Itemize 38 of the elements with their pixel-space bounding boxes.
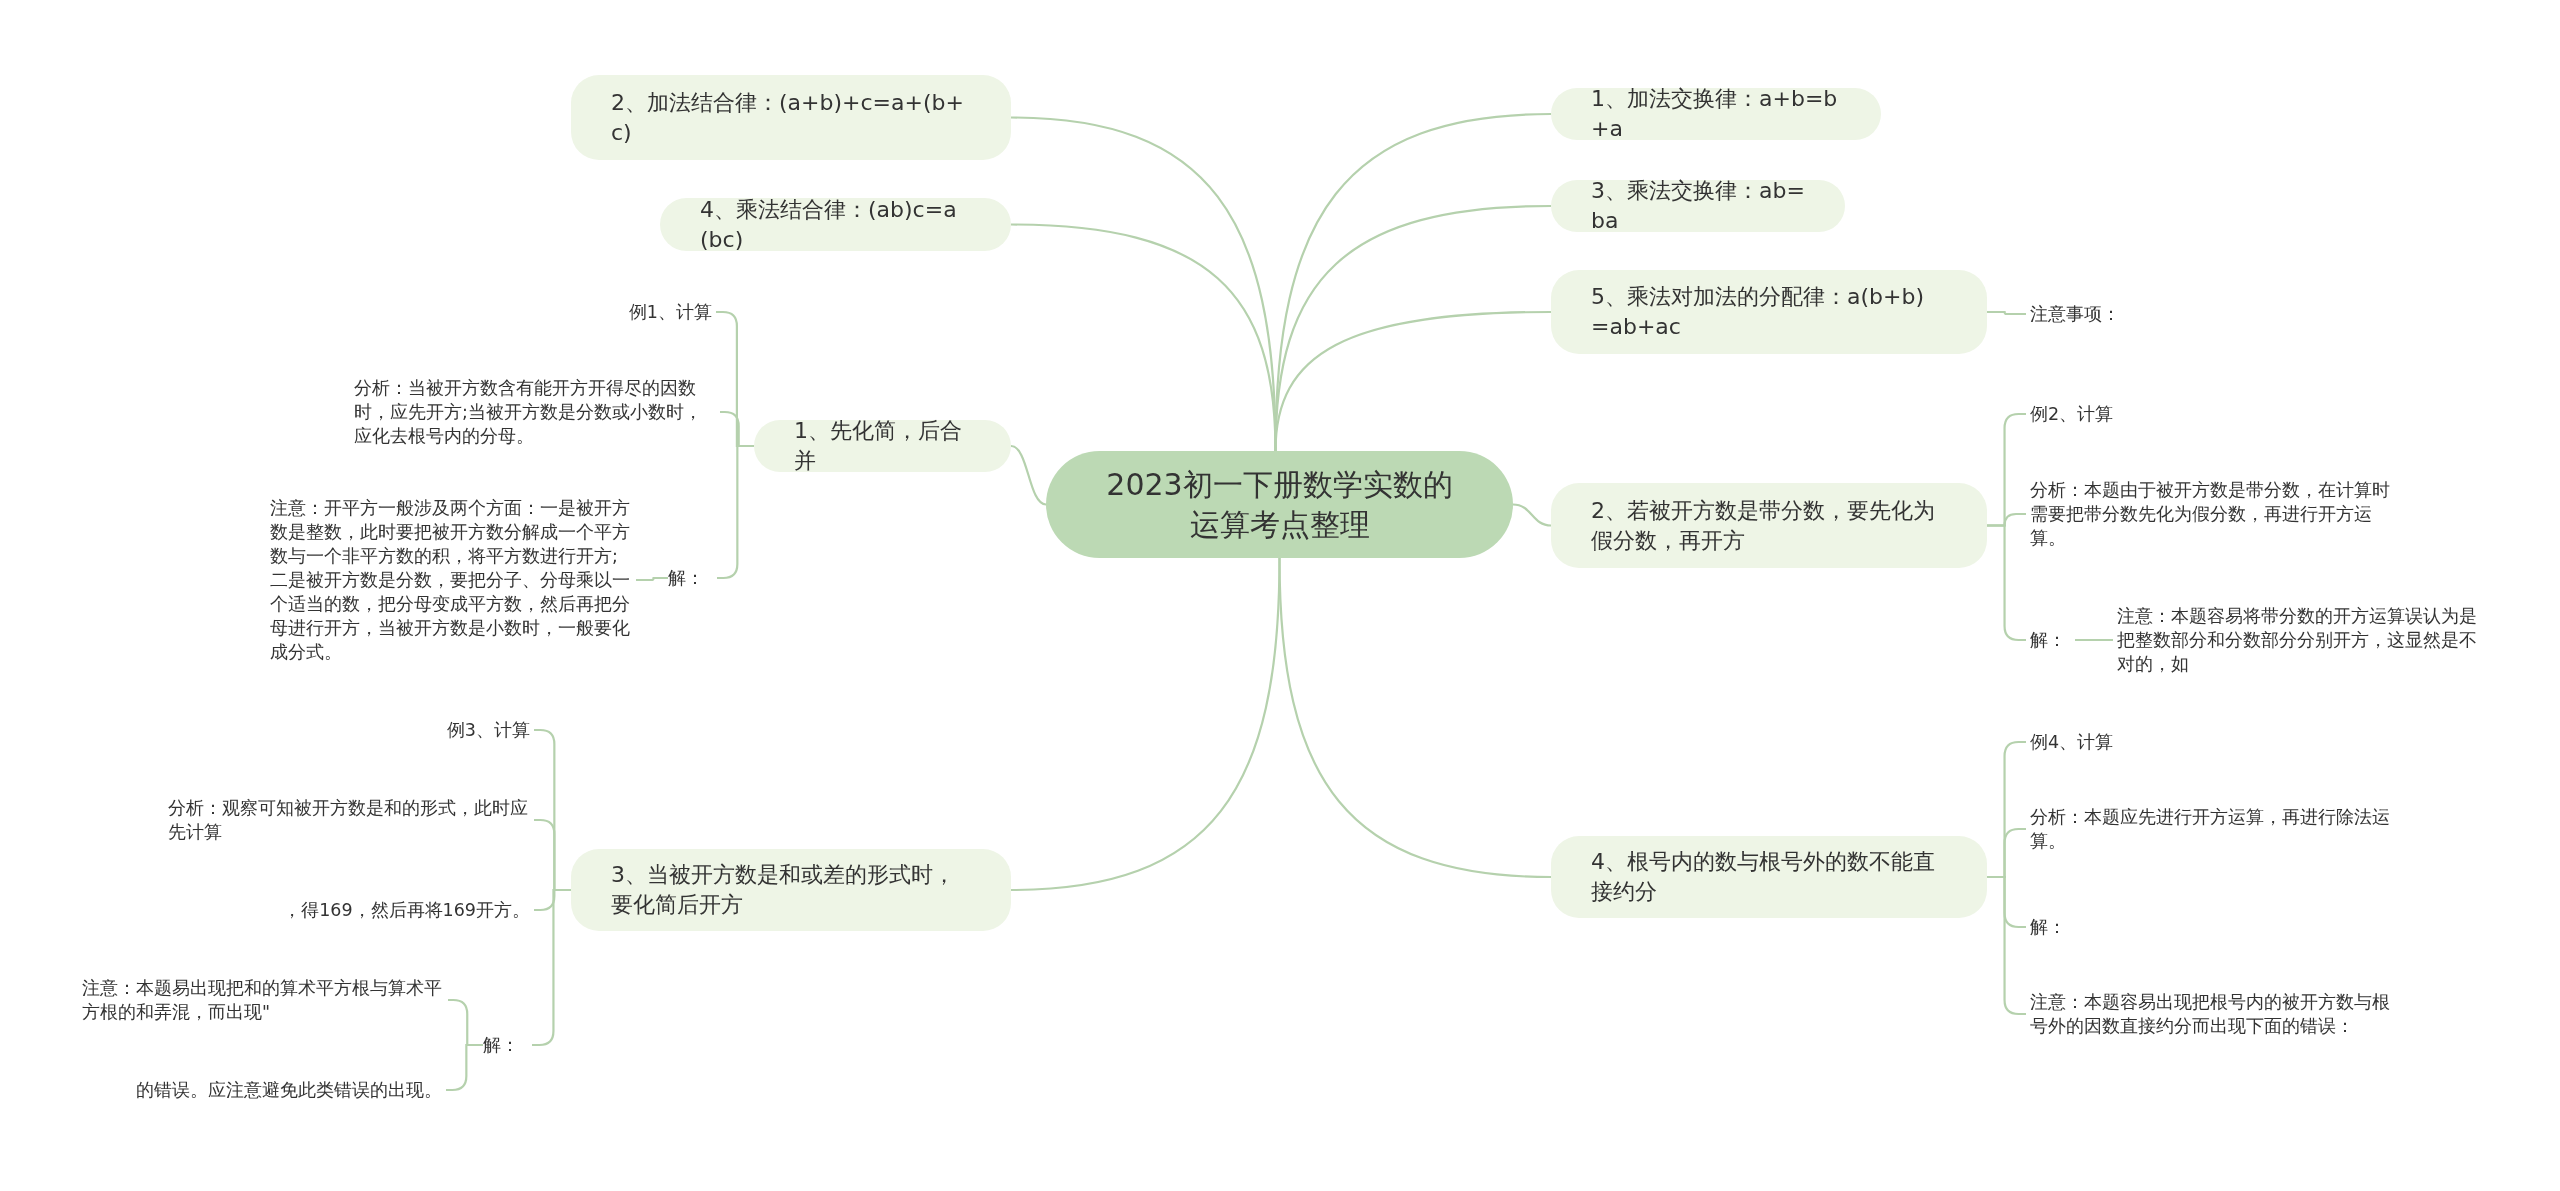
note-text: 注意：本题容易将带分数的开方运算误认为是把整数部分和分数部分分别开方，这显然是不对的，如 [2117,604,2483,676]
note-text: 解： [483,1033,528,1057]
note-text: 例1、计算 [582,300,712,324]
note-text: 例2、计算 [2030,402,2160,426]
topic-box: 3、当被开方数是和或差的形式时，要化简后开方 [571,849,1011,931]
branch-line [1987,310,2026,316]
topic-box: 1、加法交换律：a+b=b+a [1551,88,1881,140]
branch-line [636,576,668,582]
note-text: 的错误。应注意避免此类错误的出现。 [120,1078,442,1102]
branch-line [1010,557,1281,892]
branch-line [1512,503,1552,527]
note-text: 注意：本题易出现把和的算术平方根与算术平方根的和弄混，而出现" [82,976,444,1024]
note-text: 解： [2030,915,2075,939]
branch-line [446,1043,483,1092]
note-text: 例3、计算 [400,718,530,742]
note-text: 注意事项： [2030,302,2160,326]
topic-box: 5、乘法对加法的分配律：a(b+b) =ab+ac [1551,270,1987,354]
note-text: ，得169，然后再将169开方。 [230,898,530,922]
topic-box: 3、乘法交换律：ab=ba [1551,180,1845,232]
topic-box: 2、若被开方数是带分数，要先化为假分数，再开方 [1551,483,1987,568]
topic-box: 4、根号内的数与根号外的数不能直接约分 [1551,836,1987,918]
note-text: 分析：本题由于被开方数是带分数，在计算时需要把带分数先化为假分数，再进行开方运算。 [2030,478,2392,550]
note-text: 例4、计算 [2030,730,2160,754]
branch-line [1987,524,2026,642]
note-text: 解： [668,566,713,590]
branch-line [1010,444,1047,506]
branch-line [717,444,754,580]
note-text: 分析：本题应先进行开方运算，再进行除法运算。 [2030,805,2392,853]
note-text: 解： [2030,628,2075,652]
note-text: 注意：开平方一般涉及两个方面：一是被开方数是整数，此时要把被开方数分解成一个平方数与一个非平方数的积，将平方数进行开方;二是被开方数是分数，要把分子、分母乘以一个适当的数，把分母变成平方数，然后再把分母进行开方，当被开方数是小数时，一般要化成分式。 [270,496,632,664]
branch-line [2075,638,2113,642]
note-text: 注意：本题容易出现把根号内的被开方数与根号外的因数直接约分而出现下面的错误： [2030,990,2392,1038]
central-topic: 2023初一下册数学实数的运算考点整理 [1046,451,1513,558]
note-text: 分析：当被开方数含有能开方开得尽的因数时，应先开方;当被开方数是分数或小数时，应化去根号内的分母。 [354,376,716,448]
topic-box: 2、加法结合律：(a+b)+c=a+(b+c) [571,75,1011,160]
topic-box: 1、先化简，后合并 [754,420,1011,472]
topic-box: 4、乘法结合律：(ab)c=a(bc) [660,198,1011,251]
note-text: 分析：观察可知被开方数是和的形式，此时应先计算 [168,796,530,844]
